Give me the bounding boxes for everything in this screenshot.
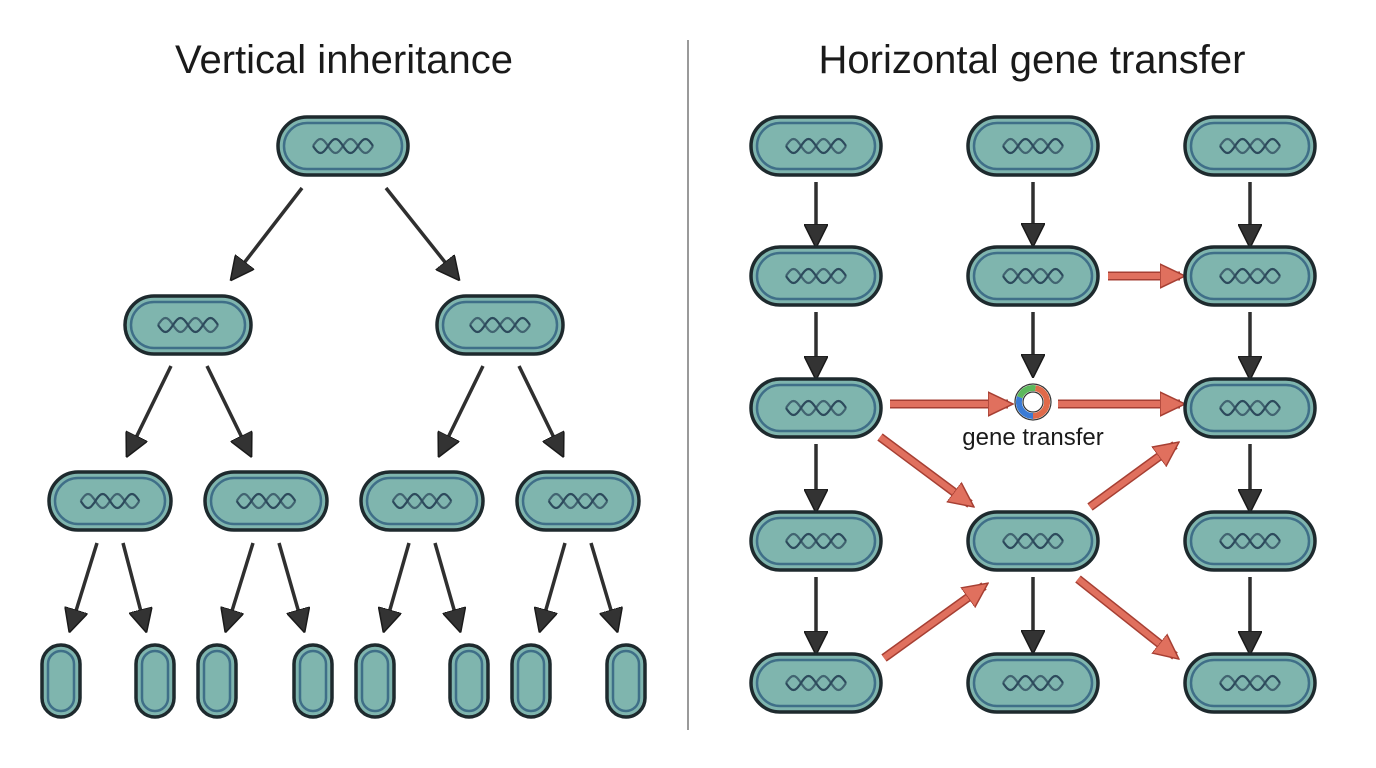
- gen4-cell-5: [354, 643, 396, 719]
- dna-strand-icon: [235, 492, 297, 510]
- col3-cell-1: [1183, 115, 1317, 177]
- col2-cell-1: [966, 115, 1100, 177]
- dna-strand-icon: [1219, 137, 1281, 155]
- gen3-cell-1: [47, 470, 173, 532]
- dna-strand-icon: [1219, 399, 1281, 417]
- gen4-cell-8: [605, 643, 647, 719]
- vertical-inheritance-title: Vertical inheritance: [175, 38, 513, 82]
- col2-cell-3: [966, 510, 1100, 572]
- arrow-gen3-to-gen4-1: [71, 542, 99, 627]
- dna-strand-icon: [157, 316, 219, 334]
- dna-strand-icon: [1002, 137, 1064, 155]
- arrow-gen3-to-gen4-3: [227, 542, 255, 627]
- root-cell: [276, 115, 410, 177]
- transfer-arrow-col2-to-col3-row5: [1075, 575, 1175, 656]
- dna-strand-icon: [785, 532, 847, 550]
- gen2-cell-left: [123, 294, 253, 356]
- dna-strand-icon: [785, 267, 847, 285]
- arrows-layer: [71, 182, 1250, 662]
- gen2-cell-right: [435, 294, 565, 356]
- col2-cell-2: [966, 245, 1100, 307]
- col1-cell-5: [749, 652, 883, 714]
- dna-strand-icon: [79, 492, 141, 510]
- dna-strand-icon: [547, 492, 609, 510]
- gen4-cell-6: [448, 643, 490, 719]
- arrow-root-to-left: [234, 186, 304, 276]
- transfer-arrow-col1-row5-to-col2: [881, 586, 984, 662]
- col3-cell-5: [1183, 652, 1317, 714]
- arrow-gen3-to-gen4-2: [121, 542, 145, 627]
- col3-cell-4: [1183, 510, 1317, 572]
- col1-cell-3: [749, 377, 883, 439]
- transfer-arrow-col1-to-col2: [877, 433, 970, 504]
- dna-strand-icon: [1219, 532, 1281, 550]
- gen4-cell-2: [134, 643, 176, 719]
- cells-layer: [40, 115, 1317, 719]
- dna-strand-icon: [391, 492, 453, 510]
- col2-cell-4: [966, 652, 1100, 714]
- arrow-gen3-to-gen4-5: [385, 542, 411, 627]
- col1-cell-1: [749, 115, 883, 177]
- dna-strand-icon: [1002, 267, 1064, 285]
- dna-strand-icon: [1002, 532, 1064, 550]
- arrow-gen2l-to-gen3-2: [205, 365, 249, 452]
- horizontal-gene-transfer-title: Horizontal gene transfer: [818, 38, 1246, 82]
- dna-strand-icon: [1002, 674, 1064, 692]
- gen3-cell-3: [359, 470, 485, 532]
- dna-strand-icon: [785, 674, 847, 692]
- arrow-gen2r-to-gen3-3: [441, 365, 485, 452]
- plasmid-icon: [1014, 383, 1052, 421]
- dna-strand-icon: [785, 399, 847, 417]
- col1-cell-2: [749, 245, 883, 307]
- gen4-cell-3: [196, 643, 238, 719]
- dna-strand-icon: [1219, 267, 1281, 285]
- col3-cell-2: [1183, 245, 1317, 307]
- gene-transfer-label: gene transfer: [962, 424, 1103, 451]
- gen3-cell-4: [515, 470, 641, 532]
- dna-strand-icon: [469, 316, 531, 334]
- gen3-cell-2: [203, 470, 329, 532]
- dna-strand-icon: [312, 137, 374, 155]
- gen4-cell-7: [510, 643, 552, 719]
- arrow-root-to-right: [384, 186, 456, 276]
- transfer-arrow-col2-to-col3-row3: [1087, 445, 1175, 511]
- panel-divider: [687, 40, 689, 730]
- arrow-gen3-to-gen4-8: [589, 542, 616, 627]
- dna-strand-icon: [1219, 674, 1281, 692]
- gen4-cell-4: [292, 643, 334, 719]
- dna-strand-icon: [785, 137, 847, 155]
- arrow-gen3-to-gen4-7: [541, 542, 567, 627]
- col1-cell-4: [749, 510, 883, 572]
- gen4-cell-1: [40, 643, 82, 719]
- arrow-gen3-to-gen4-4: [277, 542, 303, 627]
- arrow-gen2r-to-gen3-4: [517, 365, 561, 452]
- col3-cell-3: [1183, 377, 1317, 439]
- arrow-gen2l-to-gen3-1: [129, 365, 173, 452]
- arrow-gen3-to-gen4-6: [433, 542, 459, 627]
